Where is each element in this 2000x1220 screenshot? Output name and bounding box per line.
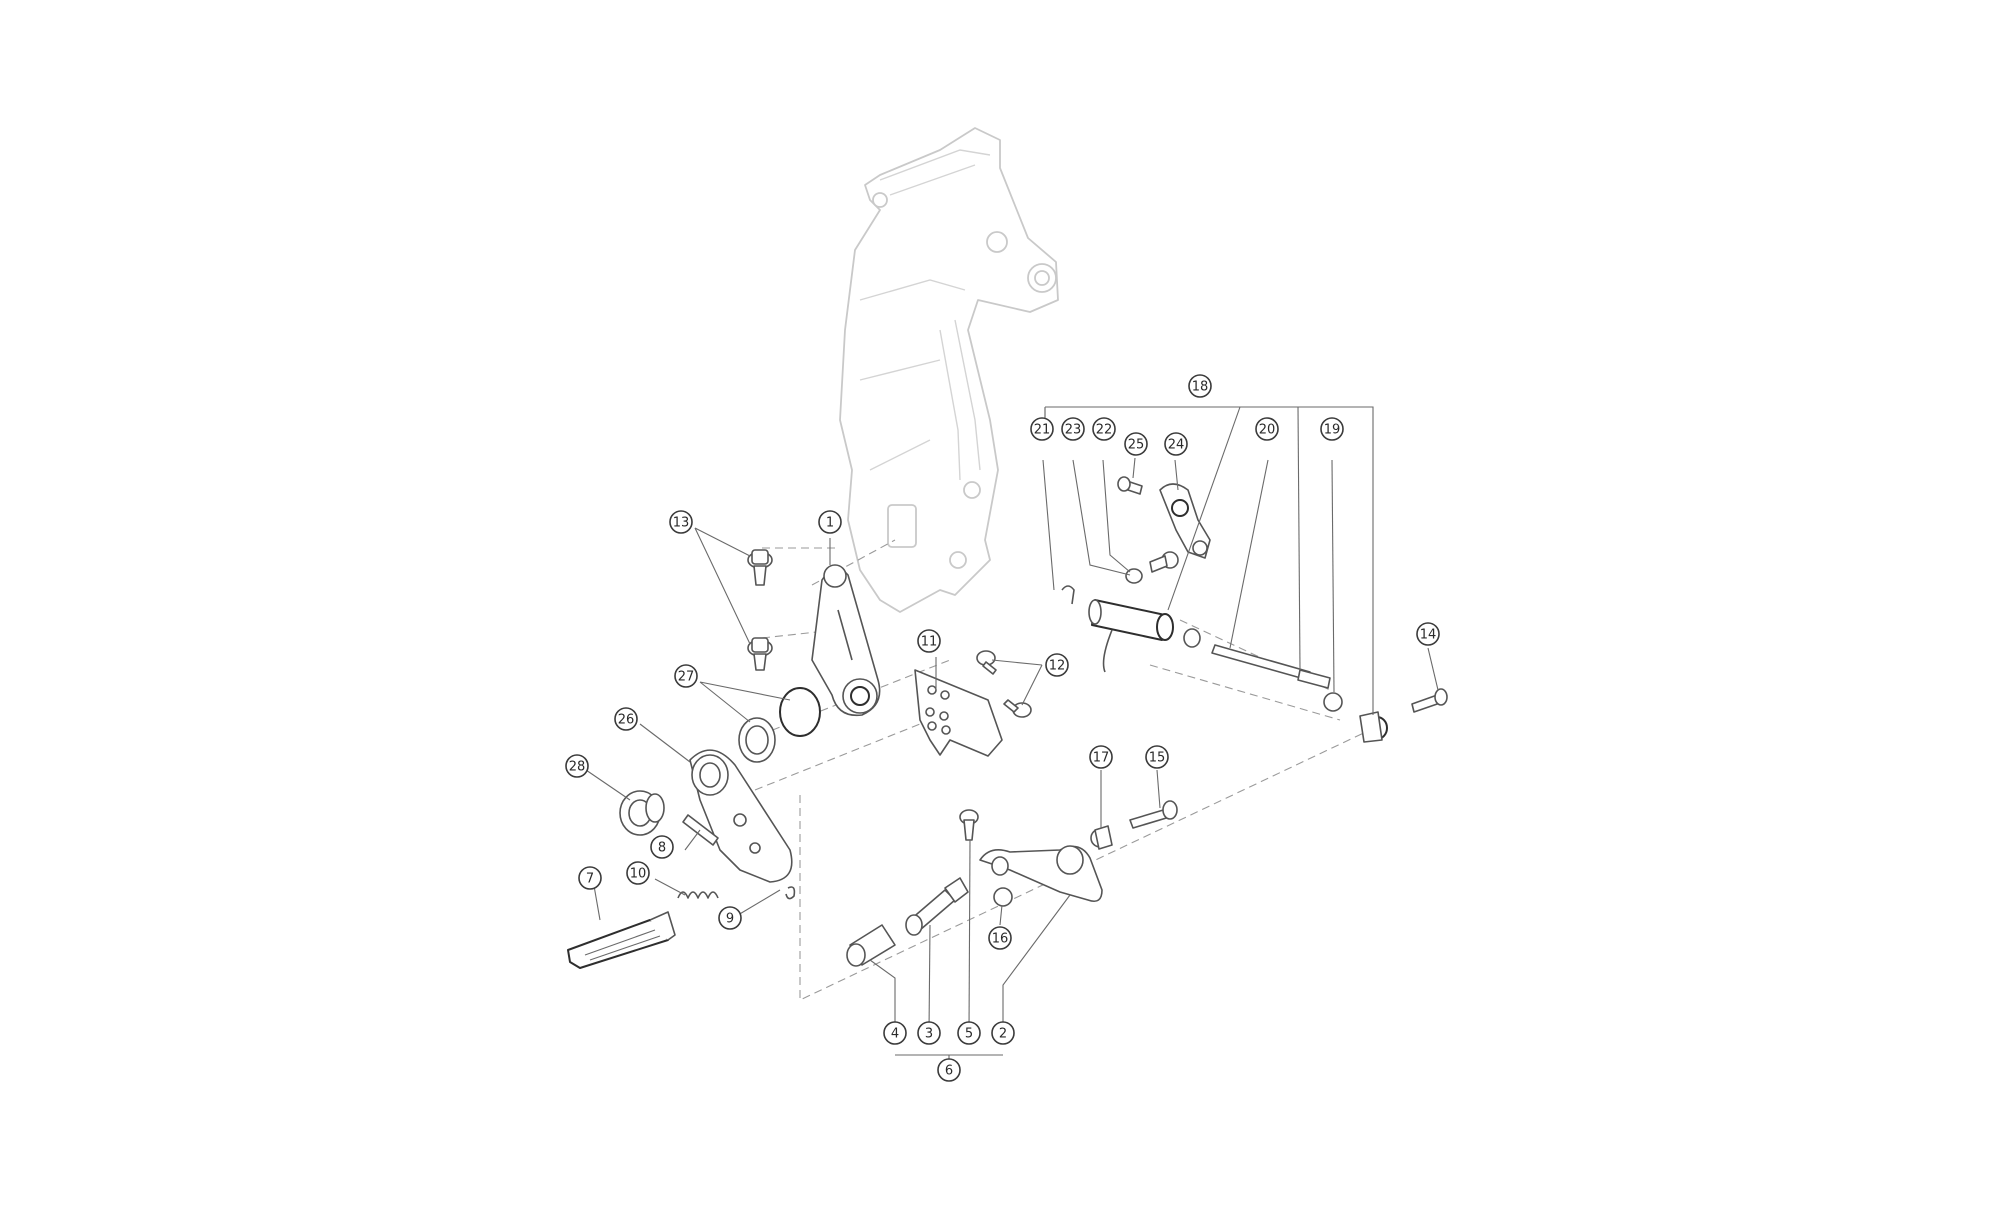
- svg-text:4: 4: [891, 1027, 899, 1042]
- svg-text:5: 5: [965, 1027, 973, 1042]
- svg-text:10: 10: [630, 867, 647, 882]
- shift-switch-body: [1088, 599, 1174, 673]
- bolt-12-upper: [976, 650, 997, 675]
- callout-28: 28: [565, 754, 589, 778]
- callout-24: 24: [1164, 432, 1188, 456]
- mounting-bracket-frame: [839, 127, 1059, 613]
- pivot-3: [905, 877, 969, 936]
- bolt-13-lower: [747, 637, 773, 671]
- svg-text:13: 13: [673, 516, 690, 531]
- callout-6: 6: [937, 1058, 961, 1082]
- svg-text:16: 16: [992, 932, 1009, 947]
- washer-22: [1125, 568, 1143, 584]
- svg-text:6: 6: [945, 1064, 953, 1079]
- nut-19: [1323, 692, 1343, 712]
- callout-leaders: [585, 406, 1439, 1072]
- washer-27-dark: [779, 687, 821, 737]
- shift-lever-body: [979, 845, 1103, 903]
- bolt-5: [959, 809, 979, 841]
- bolt-near-24: [1149, 551, 1179, 573]
- footpeg-bracket-26: [689, 749, 793, 883]
- spring-10: [677, 891, 719, 899]
- svg-text:12: 12: [1049, 659, 1066, 674]
- bolt-25: [1117, 476, 1143, 495]
- svg-text:26: 26: [618, 713, 635, 728]
- callout-22: 22: [1092, 417, 1116, 441]
- eccentric-adjuster-28: [619, 790, 665, 836]
- svg-text:27: 27: [678, 670, 695, 685]
- callout-27: 27: [674, 664, 698, 688]
- svg-text:1: 1: [826, 516, 834, 531]
- callout-21: 21: [1030, 417, 1054, 441]
- callout-18: 18: [1188, 374, 1212, 398]
- callout-3: 3: [917, 1021, 941, 1045]
- callout-11: 11: [917, 629, 941, 653]
- callout-9: 9: [718, 906, 742, 930]
- bolt-14: [1411, 688, 1448, 713]
- bolt-12-lower: [1003, 699, 1032, 718]
- svg-text:7: 7: [586, 872, 594, 887]
- svg-text:23: 23: [1065, 423, 1082, 438]
- callout-23: 23: [1061, 417, 1085, 441]
- pin-8: [682, 814, 719, 846]
- svg-text:2: 2: [999, 1027, 1007, 1042]
- callout-26: 26: [614, 707, 638, 731]
- clip-21: [1061, 585, 1075, 605]
- svg-text:18: 18: [1192, 380, 1209, 395]
- svg-text:20: 20: [1259, 423, 1276, 438]
- callout-4: 4: [883, 1021, 907, 1045]
- svg-text:25: 25: [1128, 438, 1145, 453]
- callout-14: 14: [1416, 622, 1440, 646]
- foot-peg-7: [567, 911, 676, 969]
- callout-5: 5: [957, 1021, 981, 1045]
- callout-19: 19: [1320, 417, 1344, 441]
- svg-text:15: 15: [1149, 751, 1166, 766]
- callout-10: 10: [626, 861, 650, 885]
- svg-text:11: 11: [921, 635, 938, 650]
- callout-13: 13: [669, 510, 693, 534]
- clip-9: [785, 886, 796, 900]
- callout-17: 17: [1089, 745, 1113, 769]
- callout-8: 8: [650, 835, 674, 859]
- callout-16: 16: [988, 926, 1012, 950]
- rod-end: [1359, 711, 1388, 743]
- bolt-15: [1129, 800, 1178, 829]
- nut-20: [1183, 628, 1201, 648]
- callout-2: 2: [991, 1021, 1015, 1045]
- callout-20: 20: [1255, 417, 1279, 441]
- svg-text:9: 9: [726, 912, 734, 927]
- svg-text:24: 24: [1168, 438, 1185, 453]
- svg-text:8: 8: [658, 841, 666, 856]
- washer-27-light: [738, 717, 776, 763]
- shift-lever-24: [1159, 483, 1211, 559]
- svg-text:22: 22: [1096, 423, 1113, 438]
- bolt-13-upper: [747, 549, 773, 586]
- svg-text:17: 17: [1093, 751, 1110, 766]
- callout-25: 25: [1124, 432, 1148, 456]
- svg-text:14: 14: [1420, 628, 1437, 643]
- bushing-17: [1090, 825, 1113, 850]
- callout-12: 12: [1045, 653, 1069, 677]
- svg-text:3: 3: [925, 1027, 933, 1042]
- svg-text:28: 28: [569, 760, 586, 775]
- callout-1: 1: [818, 510, 842, 534]
- callout-15: 15: [1145, 745, 1169, 769]
- rubber-4: [846, 924, 896, 967]
- hanger-arm-1: [811, 564, 881, 717]
- callout-7: 7: [578, 866, 602, 890]
- heel-plate-11: [914, 669, 1003, 757]
- svg-text:21: 21: [1034, 423, 1051, 438]
- bushing-16: [993, 887, 1013, 907]
- shift-rod-20: [1211, 644, 1331, 689]
- svg-text:19: 19: [1324, 423, 1341, 438]
